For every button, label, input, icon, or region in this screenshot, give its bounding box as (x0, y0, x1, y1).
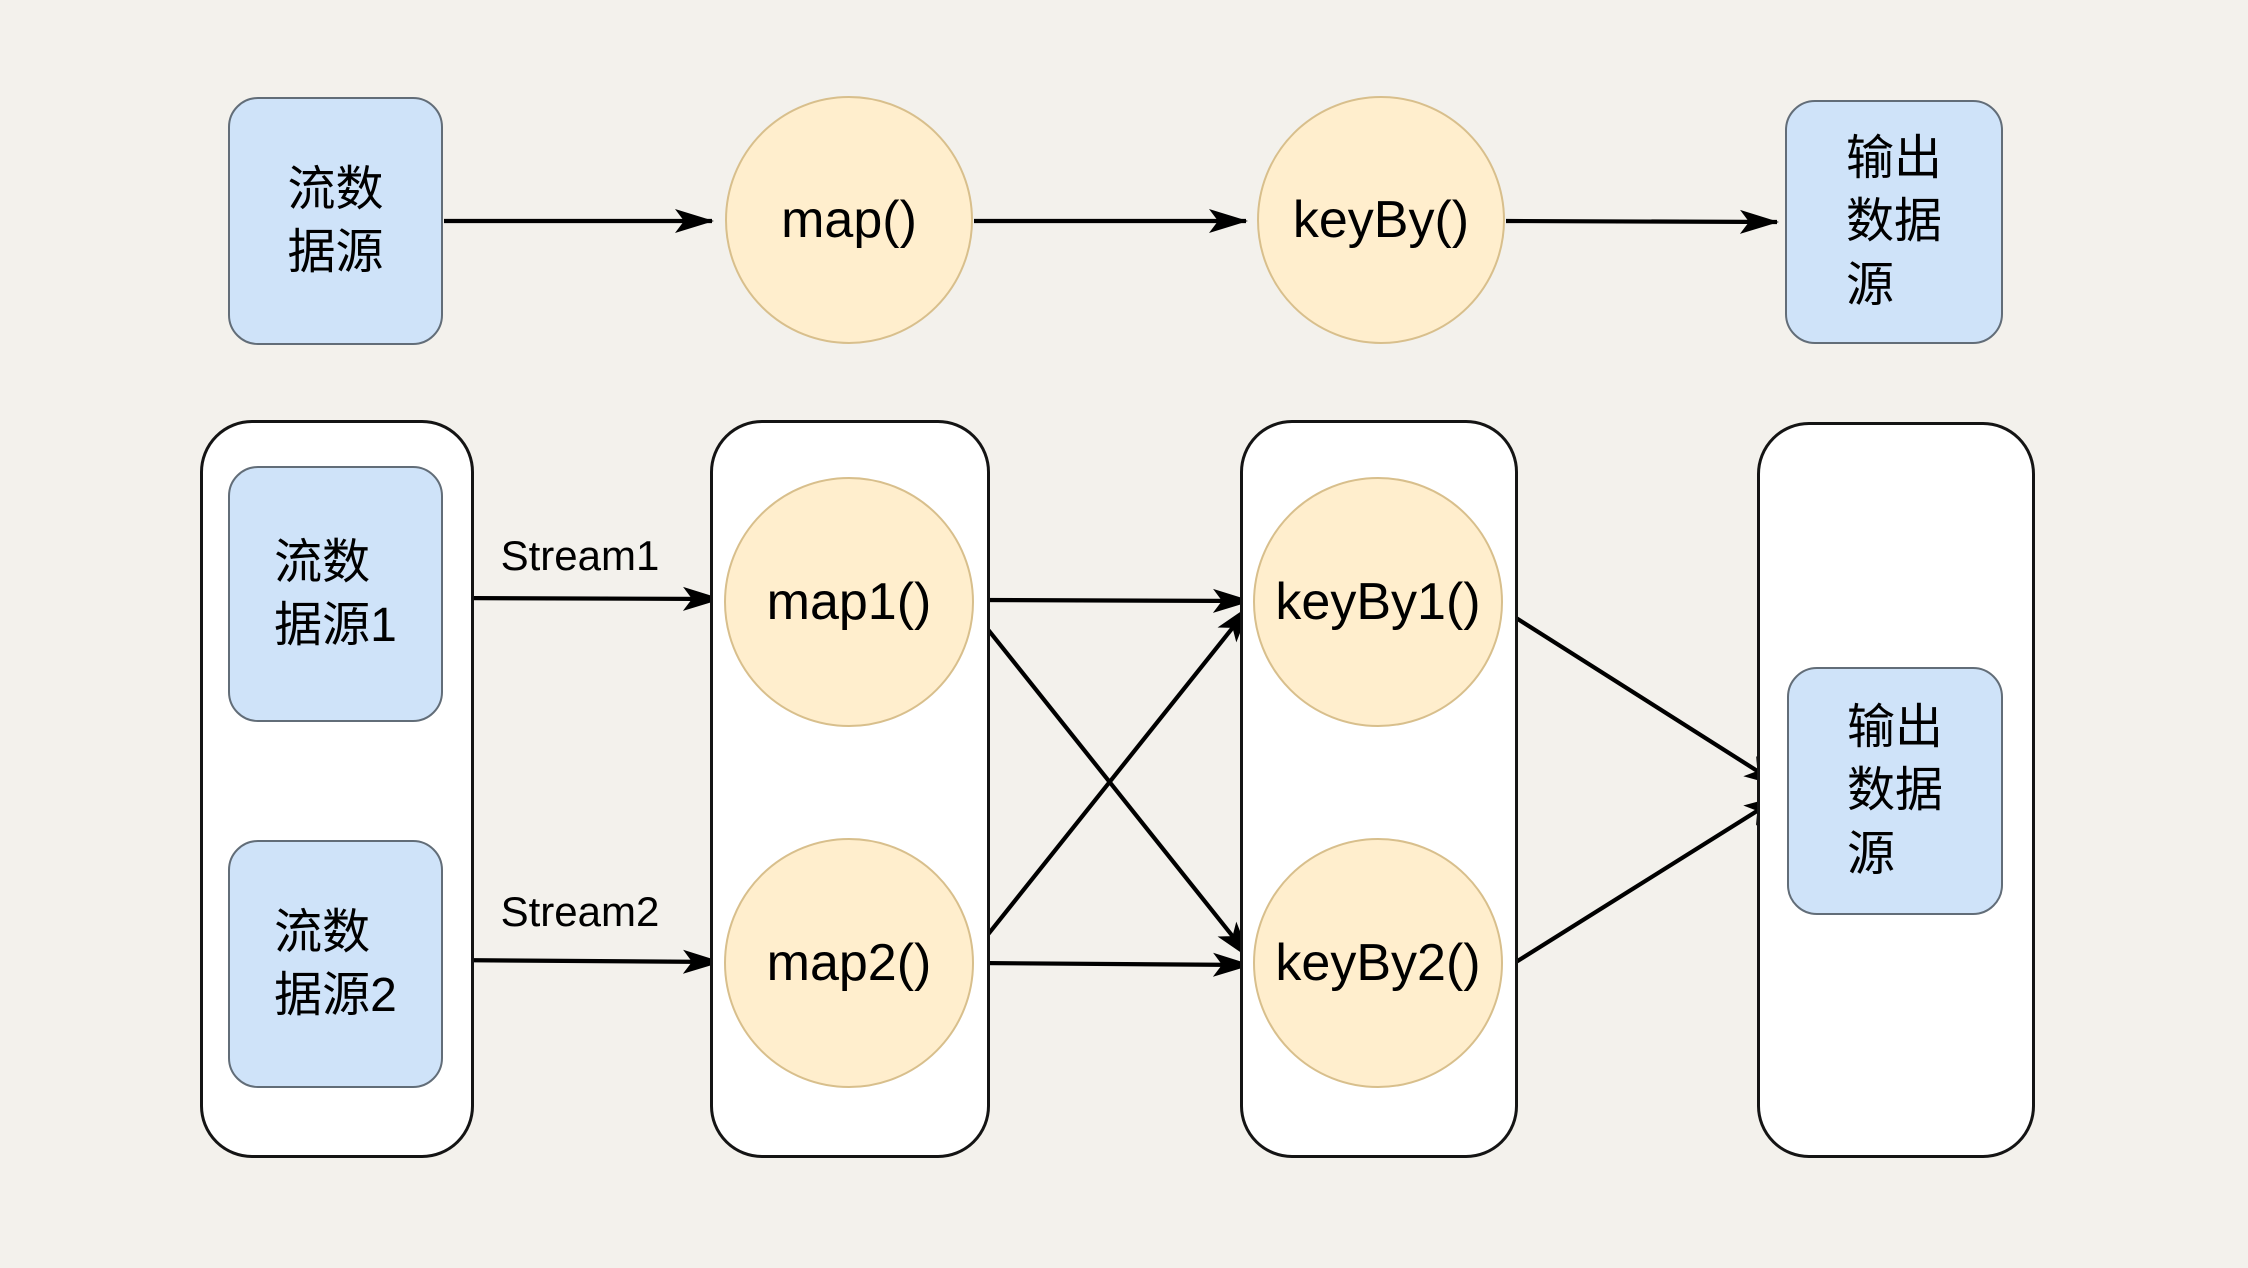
stream-source-label: 流数 据源 (287, 162, 384, 279)
edge-source1-to-map1 (443, 586, 722, 611)
stream-source-2-label: 流数 据源2 (274, 905, 397, 1022)
edge-label-stream1: Stream1 (500, 532, 660, 579)
map-label: map() (781, 191, 917, 249)
keyby-label: keyBy() (1292, 191, 1470, 249)
output-sink-2-label: 输出 数据 源 (1846, 700, 1943, 881)
edge-keyby2-to-sink2 (1498, 794, 1783, 974)
node-map2: map2() (724, 838, 974, 1088)
node-map1: map1() (724, 477, 974, 727)
map1-label: map1() (766, 573, 932, 631)
node-stream-source-1: 流数 据源1 (228, 466, 443, 722)
node-stream-source-2: 流数 据源2 (228, 840, 443, 1088)
node-keyby2: keyBy2() (1253, 838, 1503, 1088)
edge-keyby-to-sink (1505, 209, 1779, 234)
node-keyby1: keyBy1() (1253, 477, 1503, 727)
map2-label: map2() (766, 934, 932, 992)
edge-keyby1-to-sink2 (1500, 607, 1783, 788)
node-output-sink: 输出 数据 源 (1785, 100, 2003, 344)
node-output-sink-2: 输出 数据 源 (1787, 667, 2003, 915)
node-stream-source: 流数 据源 (228, 97, 443, 345)
keyby2-label: keyBy2() (1275, 934, 1481, 992)
edge-map2-to-keyby2 (975, 952, 1252, 977)
edge-label-stream2: Stream2 (500, 888, 660, 935)
node-map: map() (725, 96, 973, 344)
edge-map1-to-keyby1 (975, 588, 1252, 613)
keyby1-label: keyBy1() (1275, 573, 1481, 631)
edge-map1-to-keyby2 (972, 610, 1252, 960)
output-sink-label: 输出 数据 源 (1845, 131, 1942, 312)
node-keyby: keyBy() (1257, 96, 1505, 344)
edge-source2-to-map2 (443, 949, 722, 974)
stream-source-1-label: 流数 据源1 (274, 535, 397, 652)
edge-map2-to-keyby1 (972, 604, 1252, 954)
